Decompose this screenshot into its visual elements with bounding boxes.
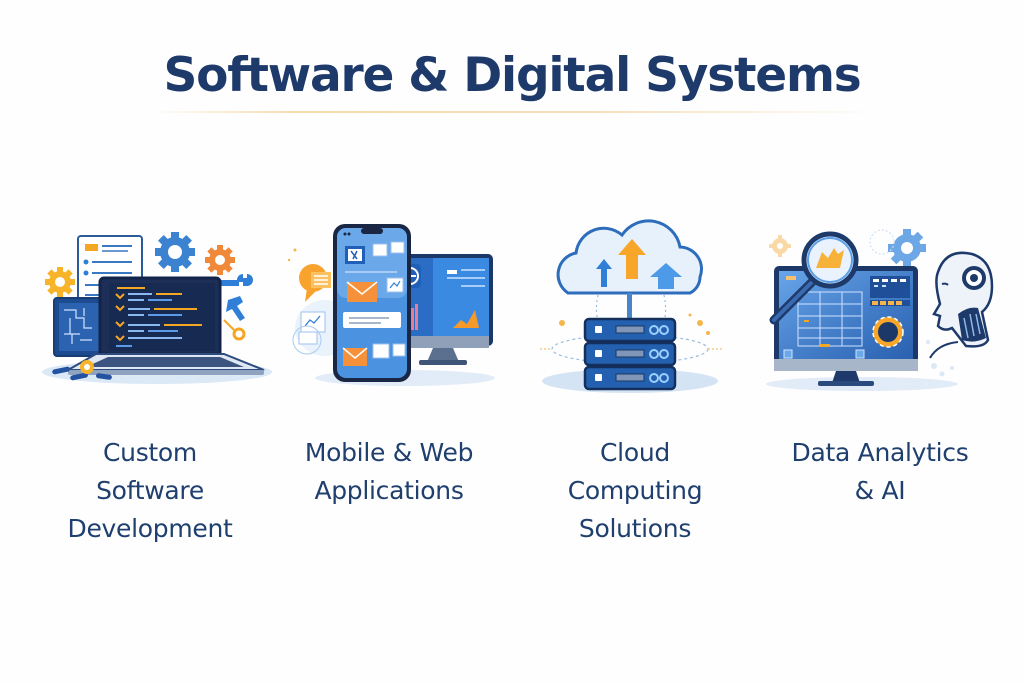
service-label-cloud-computing: Cloud Computing Solutions <box>525 434 745 548</box>
service-label-data-analytics-ai: Data Analytics & AI <box>768 434 992 510</box>
label-line: Custom <box>103 438 197 467</box>
label-line: Applications <box>314 476 464 505</box>
service-label-custom-software: Custom Software Development <box>40 434 260 548</box>
label-line: Solutions <box>578 514 692 543</box>
label-line: Data Analytics <box>791 438 969 467</box>
cloud-server-upload-icon <box>540 219 724 393</box>
service-label-mobile-web: Mobile & Web Applications <box>278 434 500 510</box>
title-divider <box>150 111 880 113</box>
label-line: Development <box>67 514 233 543</box>
laptop-code-gears-icon <box>42 232 272 384</box>
phone-monitor-apps-icon <box>287 224 495 386</box>
analytics-magnifier-robot-icon <box>766 229 994 391</box>
label-line: Software <box>96 476 204 505</box>
label-line: Mobile & Web <box>304 438 474 467</box>
label-line: Cloud <box>600 438 670 467</box>
label-line: & AI <box>854 476 906 505</box>
page-title: Software & Digital Systems <box>163 48 861 103</box>
label-line: Computing <box>567 476 703 505</box>
